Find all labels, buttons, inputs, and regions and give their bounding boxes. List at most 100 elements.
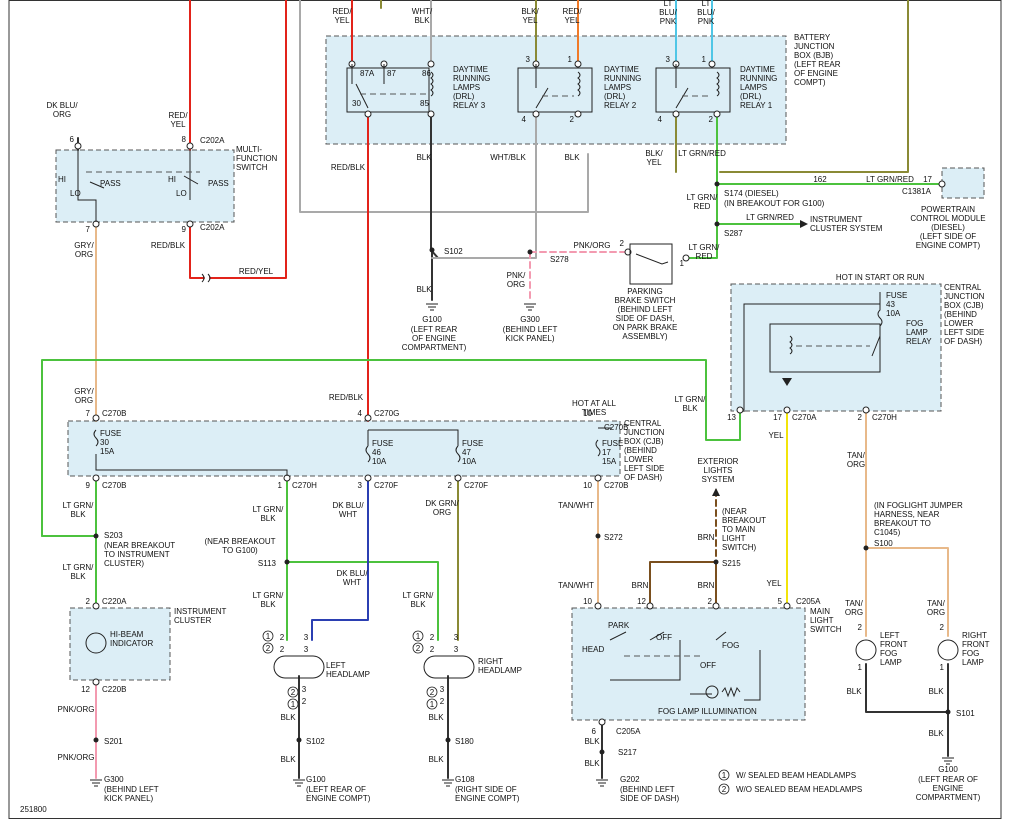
- fog-pin-2l: 2: [858, 623, 863, 632]
- fog-illumination-lamp: [705, 685, 719, 699]
- hl-wire-1: LT GRN/BLK: [253, 505, 285, 523]
- pin-cjb-4: [364, 414, 372, 422]
- cjb-lower-pin-1: 1: [278, 481, 283, 490]
- legend-circle-2: 2: [722, 785, 727, 794]
- relay1-pin-4: 4: [658, 115, 663, 124]
- relay2-pin-4: 4: [522, 115, 527, 124]
- splice-s100: [863, 545, 869, 551]
- hl-right-pin-3: 3: [454, 645, 459, 654]
- top-wire-wht-blk: WHT/BLK: [412, 7, 433, 25]
- relay3-coil: [430, 71, 434, 97]
- hl-right-circle-2-bot-ring: [426, 686, 438, 698]
- hl-wire-blk-l: BLK: [280, 713, 296, 722]
- splice-s217: [599, 749, 605, 755]
- splice-s174: [714, 181, 720, 187]
- ms-fog: FOG: [722, 641, 739, 650]
- hl-left-circle-1-bot: 1: [291, 700, 296, 709]
- left-pin-12: 12: [81, 685, 90, 694]
- legend-circle-1: 1: [722, 771, 727, 780]
- hl-left-pin-3-top: 3: [304, 633, 309, 642]
- left-wire-ic: LT GRN/BLK: [63, 563, 95, 581]
- ms-pin-5: 5: [778, 597, 783, 606]
- mfs-wire-9: RED/BLK: [151, 241, 186, 250]
- arrow-instrument-cluster: [800, 220, 808, 228]
- splice-s201: [93, 737, 99, 743]
- hi-beam-indicator-lamp: [85, 632, 107, 654]
- pin-mls-12: [646, 602, 654, 610]
- left-ground: G300: [104, 775, 124, 784]
- cjb-lower-c270b-b: C270B: [604, 423, 628, 432]
- drl-relay-1-body: [655, 67, 731, 113]
- hl-s102: S102: [306, 737, 325, 746]
- mid-wire-red-blk: RED/BLK: [331, 163, 366, 172]
- left-wire-12: PNK/ORG: [58, 705, 95, 714]
- mid-wire-lt-grn-red: LT GRN/RED: [678, 149, 726, 158]
- splice-s102-bottom: [296, 737, 302, 743]
- pin-mfs-9: [186, 220, 194, 228]
- ms-wire-blk-2: BLK: [584, 759, 600, 768]
- mfs-wire-7: GRY/ORG: [74, 241, 94, 259]
- fog-wire-l: TAN/ORG: [845, 599, 864, 617]
- relay2-pin-1: 1: [568, 55, 573, 64]
- relay2-contact: [535, 64, 549, 109]
- ms-yel: YEL: [766, 579, 782, 588]
- hl-wire-dkblu-2: DK BLU/WHT: [336, 569, 368, 587]
- pin-cjb-3: [364, 474, 372, 482]
- fog-blk-r: BLK: [928, 687, 944, 696]
- s287-splice: S287: [724, 229, 743, 238]
- ms-brn: BRN: [698, 533, 715, 542]
- hl-left-circle-2-top: 2: [266, 644, 271, 653]
- relay2-pin-3: 3: [526, 55, 531, 64]
- multi-function-switch-box: [55, 149, 235, 223]
- mfs-wire-6: DK BLU/ORG: [46, 101, 78, 119]
- cjb-lower-c270f-b: C270F: [464, 481, 488, 490]
- pbs-wire-down: PNK/ORG: [507, 271, 526, 289]
- left-c220a: C220A: [102, 597, 127, 606]
- s174-note: (IN BREAKOUT FOR G100): [724, 199, 825, 208]
- hl-left-circle-1-bot-ring: [287, 698, 299, 710]
- splice-s113: [284, 559, 290, 565]
- relay3-pin-87: 87: [387, 69, 396, 78]
- ms-wire-blk: BLK: [584, 737, 600, 746]
- relay1-pin-1: 1: [702, 55, 707, 64]
- ms-ground: G202: [620, 775, 640, 784]
- hl-left-circle-1-top-ring: [262, 630, 274, 642]
- cjb-upper-hot: HOT IN START OR RUN: [836, 273, 925, 282]
- hl-right-circle-2-bot: 2: [430, 688, 435, 697]
- s174-wire-down: LT GRN/RED: [687, 193, 719, 211]
- fuse-43: [877, 292, 883, 328]
- wire-dk-blu-wht: [311, 475, 369, 641]
- splice-s278: [527, 249, 533, 255]
- ms-wire-tanwht-2: TAN/WHT: [558, 581, 594, 590]
- hl-wire-blk-r: BLK: [428, 713, 444, 722]
- s174-pin-17: 17: [923, 175, 932, 184]
- ms-c205a: C205A: [796, 597, 821, 606]
- left-headlamp-body: [273, 655, 325, 679]
- left-s201: S201: [104, 737, 123, 746]
- hl-left-pin-2-top: 2: [280, 633, 285, 642]
- hl-left-pin-3-bot: 3: [302, 685, 307, 694]
- pin-cjb-17: [783, 406, 791, 414]
- hl-right-circle-1-top-ring: [412, 630, 424, 642]
- ms-s217: S217: [618, 748, 637, 757]
- fuse-47: [455, 445, 461, 463]
- hl-s180: S180: [455, 737, 474, 746]
- mfs-conn-top: C202A: [200, 136, 225, 145]
- wire-break-symbol: [201, 273, 211, 283]
- cjb-lower-c270g: C270G: [374, 409, 399, 418]
